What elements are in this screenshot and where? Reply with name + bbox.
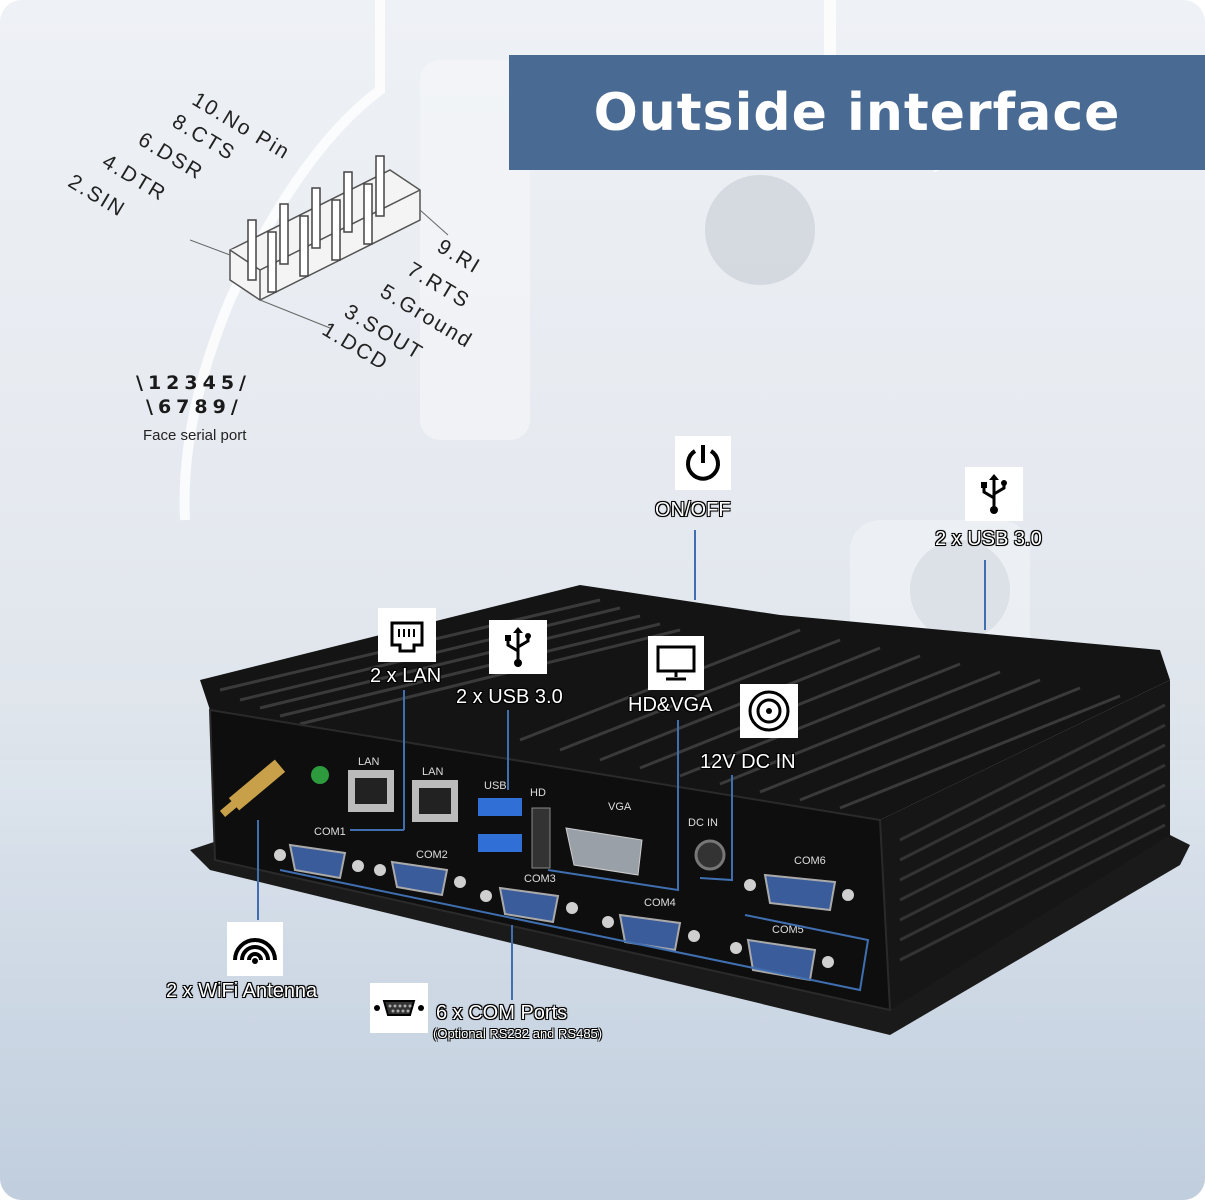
title-banner: Outside interface	[509, 55, 1205, 170]
usb-icon	[965, 467, 1023, 521]
callout-usb-front: 2 x USB 3.0	[456, 686, 563, 708]
face-row-2: \6789/	[146, 396, 243, 418]
panel-label-com1: COM1	[314, 826, 346, 838]
panel-label-usb: USB	[484, 780, 507, 792]
panel-label-com2: COM2	[416, 849, 448, 861]
serial-port-icon	[370, 983, 428, 1033]
callout-usb-right: 2 x USB 3.0	[935, 528, 1042, 550]
callout-com-note: (Optional RS232 and RS485)	[433, 1026, 603, 1041]
power-icon	[675, 436, 731, 490]
dc-jack-icon	[740, 684, 798, 738]
callout-wifi: 2 x WiFi Antenna	[166, 980, 318, 1002]
callout-dc-in: 12V DC IN	[700, 751, 796, 773]
monitor-icon	[648, 636, 704, 690]
callout-hd-vga: HD&VGA	[628, 694, 713, 716]
wifi-icon	[227, 922, 283, 976]
panel-label-com6: COM6	[794, 855, 826, 867]
panel-label-com3: COM3	[524, 873, 556, 885]
face-serial-caption: Face serial port	[143, 427, 247, 444]
callout-on-off: ON/OFF	[655, 499, 731, 521]
panel-label-dcin: DC IN	[688, 817, 718, 829]
usb-icon	[489, 620, 547, 674]
panel-label-lan1: LAN	[358, 756, 380, 768]
callout-com-ports: 6 x COM Ports	[436, 1002, 568, 1024]
panel-label-lan2: LAN	[422, 766, 444, 778]
face-row-1: \12345/	[136, 372, 251, 394]
page-title: Outside interface	[593, 82, 1121, 143]
panel-label-com5: COM5	[772, 924, 804, 936]
panel-label-com4: COM4	[644, 897, 676, 909]
lan-icon	[378, 608, 436, 662]
panel-label-vga: VGA	[608, 801, 632, 813]
callout-lan: 2 x LAN	[370, 665, 442, 687]
panel-label-hd: HD	[530, 787, 546, 799]
